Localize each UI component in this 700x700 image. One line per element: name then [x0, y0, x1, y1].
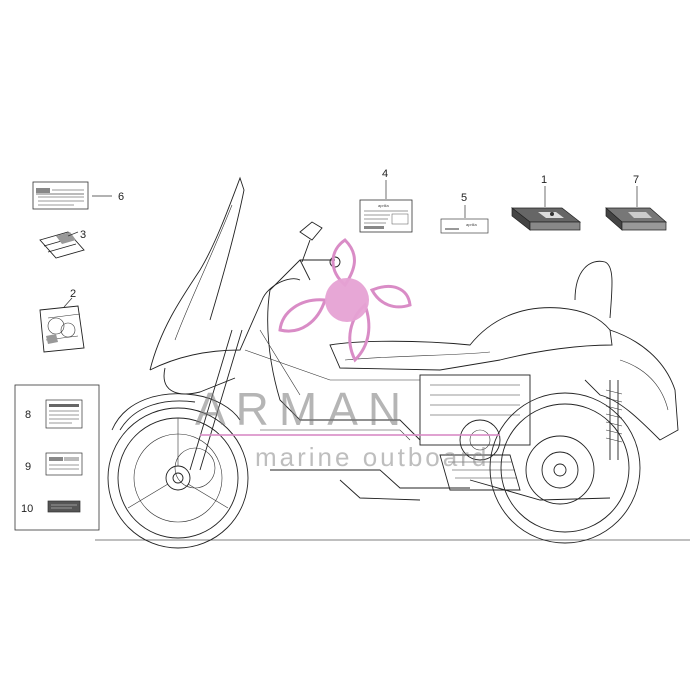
callout-10: 10: [21, 503, 33, 515]
side-stand: [339, 479, 421, 501]
rear-wheel: [489, 392, 641, 544]
callout-6: 6: [118, 191, 124, 203]
seat: [329, 307, 613, 371]
handlebar: [269, 259, 335, 291]
callout-3: 3: [80, 229, 86, 241]
svg-text:aprilia: aprilia: [466, 222, 477, 227]
windscreen: [149, 176, 245, 371]
floorboard: [270, 469, 470, 489]
leg-shield: [267, 289, 421, 441]
callout-8: 8: [25, 409, 31, 421]
scooter-illustration: [107, 176, 679, 549]
part-7-manual: [605, 207, 667, 231]
part-2-tool-kit: [39, 305, 85, 353]
svg-text:aprilia: aprilia: [378, 203, 389, 208]
propeller-logo-icon: [278, 238, 412, 363]
mirror: [299, 221, 323, 263]
callout-4: 4: [382, 168, 388, 180]
part-1-owner-manual: [510, 207, 582, 231]
rear-shock: [609, 380, 619, 460]
backrest: [574, 260, 613, 319]
front-wheel: [107, 407, 249, 549]
part-5-brand-label: aprilia: [440, 218, 489, 234]
callout-2: 2: [70, 288, 76, 300]
front-fairing: [149, 278, 301, 371]
exhaust: [469, 479, 611, 501]
rear-body: [584, 329, 679, 441]
watermark-title: ARMAN: [195, 383, 411, 435]
part-10-label: [47, 500, 81, 513]
front-fork: [189, 329, 243, 471]
part-9-label: [45, 452, 83, 476]
callout-1: 1: [541, 174, 547, 186]
leader-3: [67, 231, 79, 237]
engine: [419, 374, 531, 491]
front-fender: [111, 393, 241, 431]
part-4-info-label: aprilia: [359, 199, 413, 233]
callout-7: 7: [633, 174, 639, 186]
watermark: ARMAN marine outboard: [195, 238, 500, 472]
part-8-label: [45, 399, 83, 429]
leader-2: [63, 297, 73, 308]
watermark-subtitle: marine outboard: [255, 442, 489, 472]
labels-group-box: [14, 384, 100, 531]
callout-9: 9: [25, 461, 31, 473]
part-3-label-roll: [39, 231, 85, 259]
callout-5: 5: [461, 192, 467, 204]
part-6-warning-label: [32, 181, 89, 210]
